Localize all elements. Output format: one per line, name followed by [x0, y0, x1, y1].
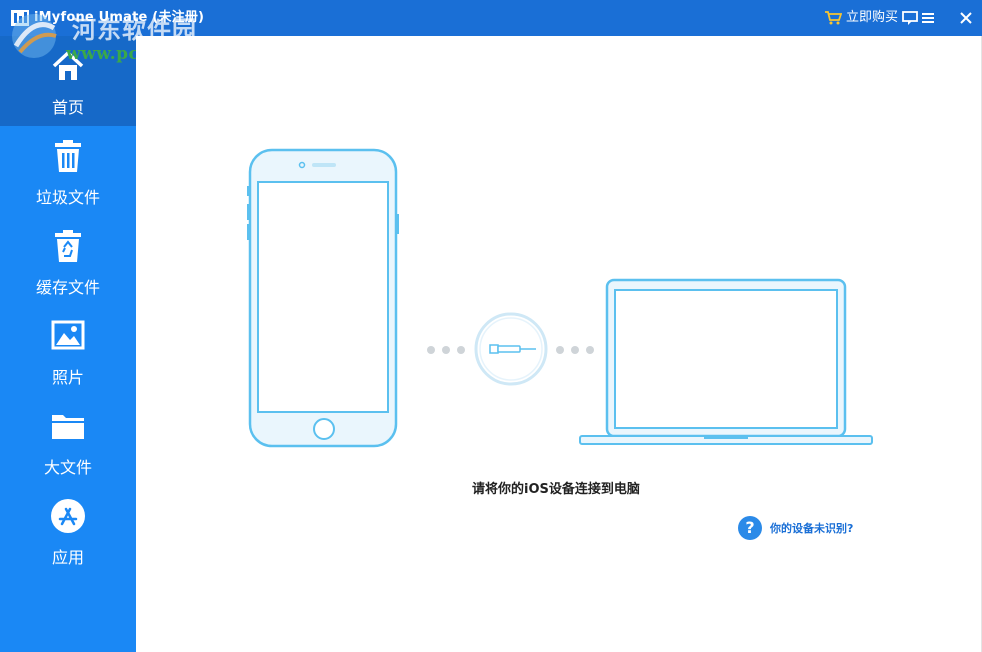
- buy-now-label: 立即购买: [846, 10, 899, 25]
- sidebar-item-label: 垃圾文件: [35, 188, 100, 207]
- title-bar: iMyfone Umate (未注册) 立即购买: [0, 0, 982, 36]
- sidebar-item-photos[interactable]: 照片: [0, 306, 136, 396]
- window-title: iMyfone Umate (未注册): [34, 10, 205, 25]
- connect-device-message: 请将你的iOS设备连接到电脑: [472, 482, 640, 497]
- device-not-recognized-label: 你的设备未识别?: [770, 522, 854, 535]
- sidebar-item-label: 缓存文件: [35, 278, 100, 297]
- recycle-bin-icon: [55, 230, 81, 262]
- usb-cable-icon: [474, 312, 548, 386]
- sidebar-item-label: 首页: [51, 98, 84, 117]
- app-store-icon: [51, 499, 85, 533]
- app-logo-icon: [11, 10, 29, 26]
- iphone-illustration: [247, 148, 399, 448]
- watermark-logo-icon: [12, 14, 57, 58]
- connection-dots-right: [556, 346, 594, 354]
- connection-illustration: [247, 148, 873, 448]
- sidebar-item-label: 大文件: [43, 458, 92, 477]
- close-icon[interactable]: [956, 8, 976, 28]
- menu-icon[interactable]: [918, 8, 938, 28]
- home-icon: [52, 51, 84, 80]
- folder-icon: [52, 415, 84, 439]
- sidebar-item-label: 应用: [51, 548, 84, 567]
- help-question-icon: ?: [738, 516, 762, 540]
- photo-icon: [51, 320, 85, 350]
- buy-now-link[interactable]: 立即购买: [824, 0, 898, 36]
- sidebar-item-apps[interactable]: 应用: [0, 486, 136, 576]
- shopping-cart-icon: [825, 11, 842, 25]
- sidebar: 首页 垃圾文件 缓存文件 照片: [0, 36, 136, 652]
- sidebar-item-cache-files[interactable]: 缓存文件: [0, 216, 136, 306]
- sidebar-item-large-files[interactable]: 大文件: [0, 396, 136, 486]
- device-not-recognized-link[interactable]: ? 你的设备未识别?: [738, 516, 853, 540]
- laptop-illustration: [579, 278, 873, 445]
- trash-icon: [55, 140, 81, 172]
- sidebar-item-junk-files[interactable]: 垃圾文件: [0, 126, 136, 216]
- connection-dots-left: [427, 346, 465, 354]
- feedback-icon[interactable]: [900, 8, 920, 28]
- main-content: 请将你的iOS设备连接到电脑 ? 你的设备未识别?: [136, 36, 982, 652]
- sidebar-item-label: 照片: [51, 368, 84, 387]
- sidebar-item-home[interactable]: 首页: [0, 36, 136, 126]
